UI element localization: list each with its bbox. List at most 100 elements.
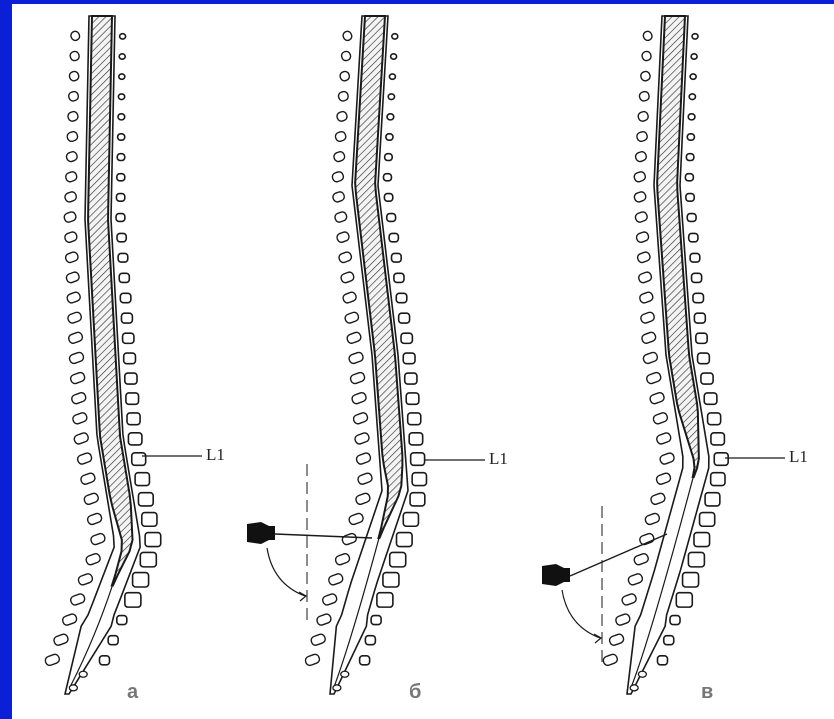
- vertebral-body: [704, 393, 717, 404]
- vertebral-arch: [65, 171, 78, 183]
- vertebral-body: [117, 616, 127, 625]
- vertebral-body: [120, 34, 126, 39]
- coccyx: [638, 671, 646, 677]
- vertebral-arch: [655, 472, 671, 485]
- vertebral-body: [698, 353, 710, 364]
- vertebral-arch: [602, 653, 618, 666]
- vertebral-body: [690, 74, 696, 79]
- vertebral-arch: [338, 251, 353, 264]
- vertebral-body: [117, 233, 126, 241]
- level-label: L1: [489, 449, 508, 468]
- vertebral-arch: [73, 432, 89, 445]
- vertebral-arch: [642, 351, 658, 364]
- vertebral-arch: [349, 371, 365, 384]
- vertebral-arch: [342, 30, 353, 41]
- vertebral-body: [657, 656, 667, 665]
- vertebral-arch: [652, 412, 668, 425]
- vertebral-arch: [68, 90, 80, 102]
- vertebral-body: [360, 656, 370, 665]
- vertebral-body: [99, 656, 109, 665]
- vertebral-body: [108, 636, 118, 645]
- vertebral-arch: [304, 653, 320, 666]
- vertebral-body: [664, 636, 674, 645]
- vertebral-arch: [72, 412, 88, 425]
- vertebral-body: [118, 253, 128, 262]
- vertebral-arch: [65, 271, 80, 284]
- vertebral-arch: [640, 311, 656, 324]
- vertebral-body: [123, 333, 134, 343]
- vertebral-arch: [639, 532, 655, 545]
- vertebral-body: [694, 313, 705, 323]
- vertebral-body: [693, 293, 704, 302]
- vertebral-body: [688, 114, 695, 120]
- vertebral-arch: [63, 211, 77, 223]
- coccyx: [333, 685, 341, 691]
- vertebral-arch: [638, 271, 653, 284]
- vertebral-arch: [68, 351, 84, 364]
- vertebral-body: [676, 593, 692, 607]
- vertebral-arch: [351, 392, 367, 405]
- vertebral-body: [406, 393, 419, 404]
- vertebral-arch: [615, 613, 631, 626]
- vertebral-body: [705, 493, 720, 506]
- vertebral-body: [142, 513, 157, 527]
- vertebral-arch: [639, 291, 654, 304]
- vertebral-body: [689, 94, 695, 100]
- vertebral-body: [390, 552, 406, 566]
- vertebral-arch: [644, 512, 660, 525]
- vertebral-body: [119, 54, 125, 59]
- vertebral-arch: [80, 472, 96, 485]
- vertebral-arch: [646, 371, 662, 384]
- vertebral-arch: [352, 412, 368, 425]
- level-label: L1: [206, 445, 225, 464]
- vertebral-body: [124, 353, 136, 364]
- vertebral-body: [116, 214, 125, 222]
- vertebral-arch: [53, 633, 69, 646]
- vertebral-body: [387, 114, 394, 120]
- panel-b: L1б: [247, 16, 508, 703]
- vertebral-body: [399, 313, 410, 323]
- vertebral-arch: [634, 151, 647, 163]
- vertebral-body: [126, 393, 139, 404]
- vertebral-body: [394, 273, 404, 282]
- vertebral-body: [117, 154, 125, 161]
- vertebral-body: [694, 533, 710, 547]
- vertebral-arch: [621, 593, 637, 606]
- vertebral-arch: [348, 512, 364, 525]
- vertebral-arch: [348, 351, 364, 364]
- vertebral-arch: [336, 231, 350, 244]
- coccyx: [341, 671, 349, 677]
- vertebral-arch: [355, 492, 371, 505]
- panel-letter: а: [127, 681, 139, 703]
- vertebral-body: [683, 573, 699, 587]
- vertebral-body: [397, 533, 413, 547]
- coccyx: [69, 685, 77, 691]
- vertebral-body: [386, 134, 393, 140]
- vertebral-body: [687, 214, 696, 222]
- vertebral-arch: [310, 633, 326, 646]
- vertebral-arch: [334, 553, 350, 566]
- vertebral-arch: [70, 371, 86, 384]
- vertebral-arch: [67, 311, 83, 324]
- vertebral-arch: [337, 90, 349, 102]
- vertebral-body: [392, 253, 402, 262]
- level-label: L1: [789, 447, 808, 466]
- vertebral-body: [692, 273, 702, 282]
- vertebral-body: [405, 373, 417, 384]
- vertebral-arch: [44, 653, 60, 666]
- vertebral-arch: [334, 131, 347, 143]
- vertebral-arch: [85, 553, 101, 566]
- vertebral-body: [701, 373, 713, 384]
- vertebral-arch: [70, 30, 81, 41]
- spinal-cord: [657, 16, 699, 477]
- vertebral-arch: [640, 70, 652, 82]
- panel-v: L1в: [542, 16, 808, 703]
- vertebral-arch: [71, 392, 87, 405]
- vertebral-body: [127, 413, 140, 425]
- vertebral-arch: [627, 573, 643, 586]
- vertebral-body: [377, 593, 393, 607]
- vertebral-body: [403, 353, 415, 364]
- vertebral-arch: [656, 432, 672, 445]
- vertebral-body: [118, 94, 124, 100]
- vertebral-arch: [633, 171, 646, 183]
